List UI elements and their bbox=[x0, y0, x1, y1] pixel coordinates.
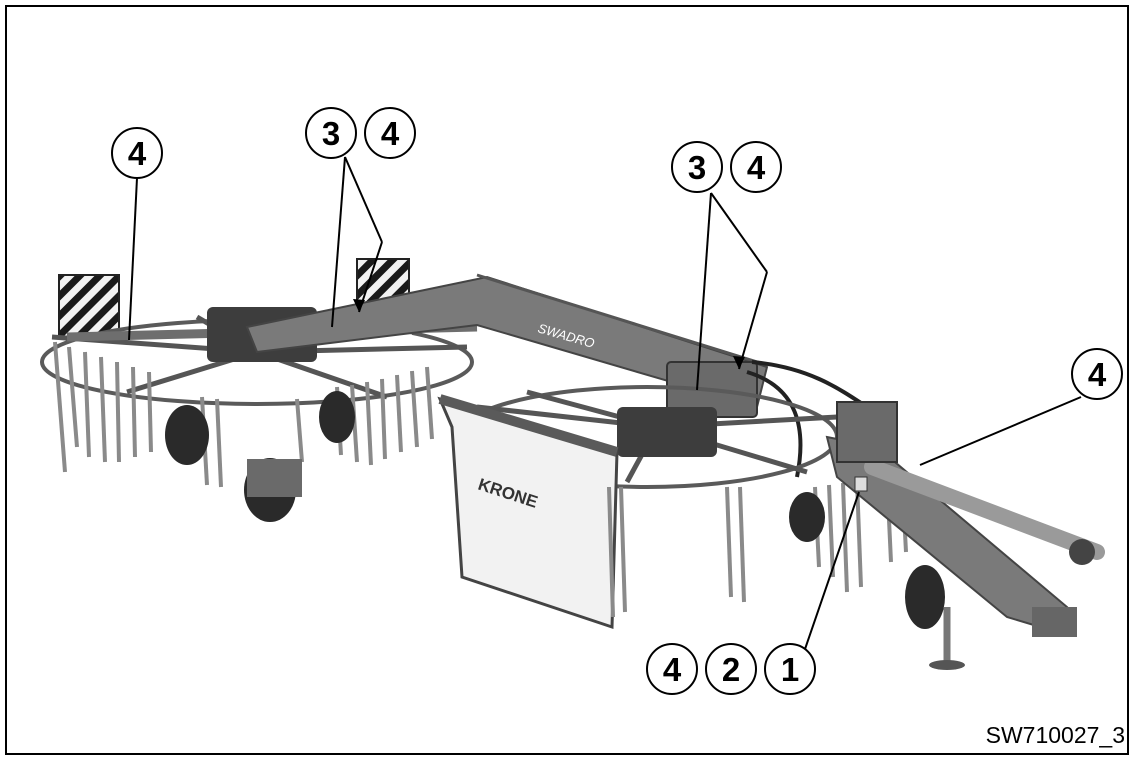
warning-board-left bbox=[58, 274, 120, 338]
svg-text:4: 4 bbox=[1088, 356, 1107, 393]
svg-text:1: 1 bbox=[781, 651, 799, 688]
callout-3-center: 3 bbox=[305, 107, 357, 159]
figure-reference-code: SW710027_3 bbox=[985, 722, 1125, 748]
callout-4-bottom: 4 bbox=[646, 643, 698, 695]
leader-lines bbox=[128, 156, 1082, 653]
callout-4-far-right: 4 bbox=[1071, 348, 1123, 400]
main-boom-arm: SWADRO bbox=[245, 273, 869, 478]
svg-text:4: 4 bbox=[128, 135, 147, 172]
svg-text:4: 4 bbox=[747, 149, 766, 186]
svg-text:3: 3 bbox=[688, 149, 706, 186]
callouts: 4 3 4 3 4 4 4 bbox=[111, 107, 1123, 695]
callout-4-right: 4 bbox=[730, 141, 782, 193]
figure-frame: KRONE SWADRO bbox=[5, 5, 1129, 755]
callout-1-bottom: 1 bbox=[764, 643, 816, 695]
callout-4-center: 4 bbox=[364, 107, 416, 159]
callout-3-right: 3 bbox=[671, 141, 723, 193]
machine-illustration: KRONE SWADRO bbox=[40, 107, 1123, 695]
callout-4-left: 4 bbox=[111, 127, 163, 179]
svg-text:4: 4 bbox=[663, 651, 682, 688]
callout-2-bottom: 2 bbox=[705, 643, 757, 695]
svg-text:3: 3 bbox=[322, 115, 340, 152]
svg-text:4: 4 bbox=[381, 115, 400, 152]
swath-curtain bbox=[437, 396, 619, 630]
svg-text:2: 2 bbox=[722, 651, 740, 688]
drawbar-hitch bbox=[825, 401, 1105, 670]
